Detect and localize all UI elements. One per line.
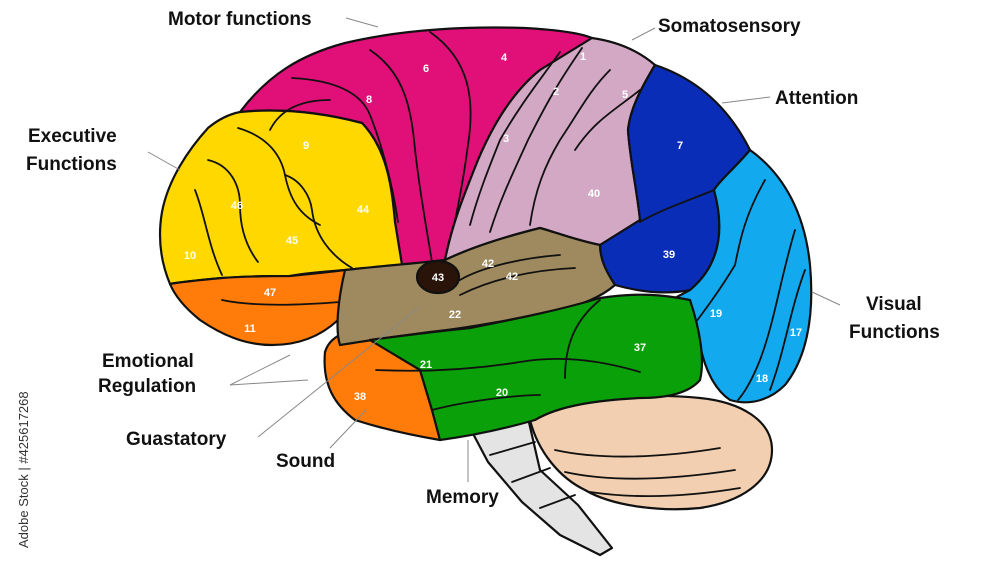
area-21: 21: [420, 359, 432, 371]
stock-watermark: Adobe Stock | #425617268: [16, 391, 31, 548]
area-3: 3: [503, 133, 509, 145]
region-43: [415, 259, 461, 295]
area-1: 1: [580, 51, 586, 63]
area-46: 46: [231, 200, 243, 212]
brainstem: [468, 416, 614, 557]
area-6: 6: [423, 63, 429, 75]
area-20: 20: [496, 387, 508, 399]
area-18: 18: [756, 373, 768, 385]
area-4: 4: [501, 52, 508, 64]
area-8: 8: [366, 94, 372, 106]
label-attention: Attention: [775, 88, 858, 109]
area-39: 39: [663, 249, 675, 261]
area-17: 17: [790, 327, 802, 339]
area-22: 22: [449, 309, 461, 321]
label-visual-line2: Functions: [849, 322, 940, 343]
area-9: 9: [303, 140, 309, 152]
region-temporal: [368, 293, 704, 442]
label-somatosensory: Somatosensory: [658, 16, 801, 37]
area-2: 2: [553, 86, 559, 98]
region-orbital: [168, 268, 349, 347]
label-executive-line1: Executive: [28, 126, 117, 147]
area-10: 10: [184, 250, 196, 262]
label-motor-functions: Motor functions: [168, 9, 312, 30]
area-11: 11: [244, 323, 256, 335]
label-emotional-line1: Emotional: [102, 351, 194, 372]
label-executive-line2: Functions: [26, 154, 117, 175]
region-executive: [158, 109, 404, 286]
label-memory: Memory: [426, 487, 499, 508]
area-5: 5: [622, 89, 628, 101]
label-sound: Sound: [276, 451, 335, 472]
area-47: 47: [264, 287, 276, 299]
area-42-lower: 42: [506, 271, 518, 283]
area-37: 37: [634, 342, 646, 354]
area-38: 38: [354, 391, 366, 403]
area-40: 40: [588, 188, 600, 200]
area-7: 7: [677, 140, 683, 152]
area-45: 45: [286, 235, 298, 247]
label-emotional-line2: Regulation: [98, 376, 196, 397]
area-42-upper: 42: [482, 258, 494, 270]
area-43: 43: [432, 272, 444, 284]
area-19: 19: [710, 308, 722, 320]
area-44: 44: [357, 204, 370, 216]
label-visual-line1: Visual: [866, 294, 922, 315]
region-visual: [673, 148, 813, 404]
label-guastatory: Guastatory: [126, 429, 227, 450]
